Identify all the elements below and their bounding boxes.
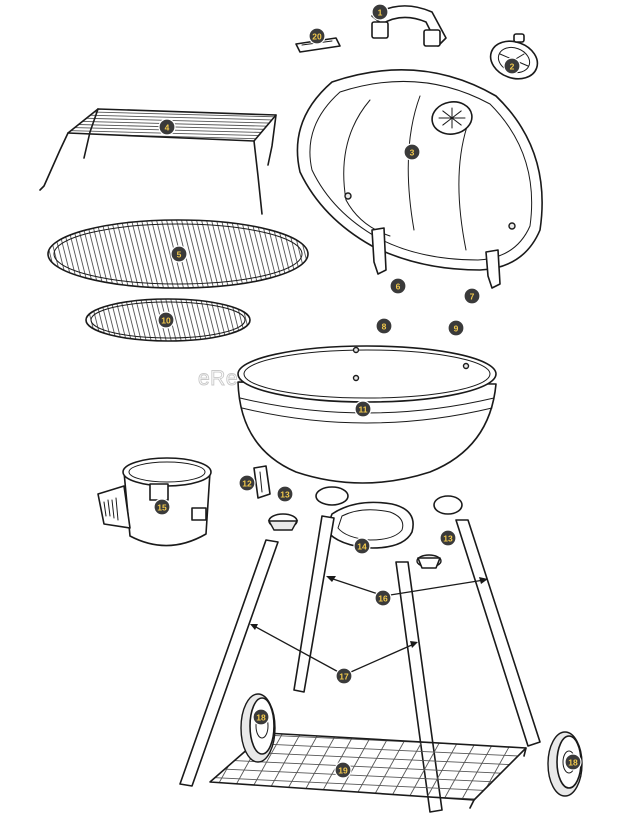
callout-label: 16 <box>378 594 388 604</box>
callout-11: 11 <box>354 400 372 418</box>
callout-5: 5 <box>170 245 188 263</box>
callout-16: 16 <box>374 589 392 607</box>
callout-1: 1 <box>371 3 389 21</box>
front-legs <box>179 539 443 813</box>
wheel-left <box>240 693 276 763</box>
ash-bracket <box>253 465 271 499</box>
leg-socket-left <box>267 513 299 531</box>
callout-18: 18 <box>564 753 582 771</box>
callout-12: 12 <box>238 474 256 492</box>
ash-damper-plate <box>325 501 414 549</box>
callout-label: 18 <box>256 713 266 723</box>
callout-17: 17 <box>335 667 353 685</box>
callout-label: 7 <box>470 292 475 302</box>
callout-label: 1 <box>378 8 383 18</box>
callout-label: 20 <box>312 32 322 42</box>
charcoal-grate <box>85 298 251 342</box>
callout-label: 3 <box>410 148 415 158</box>
callout-4: 4 <box>158 118 176 136</box>
callout-14: 14 <box>353 537 371 555</box>
callout-label: 12 <box>242 479 252 489</box>
ash-bucket <box>97 457 212 547</box>
callout-label: 18 <box>568 758 578 768</box>
callout-2: 2 <box>503 57 521 75</box>
rear-legs <box>293 515 541 747</box>
callout-label: 8 <box>382 322 387 332</box>
lid-handle <box>371 5 447 47</box>
callout-label: 14 <box>357 542 367 552</box>
callout-19: 19 <box>334 761 352 779</box>
callout-label: 10 <box>161 316 171 326</box>
callout-3: 3 <box>403 143 421 161</box>
callout-label: 2 <box>510 62 515 72</box>
grill-lid <box>296 69 543 289</box>
callout-8: 8 <box>375 317 393 335</box>
callout-10: 10 <box>157 311 175 329</box>
warming-rack <box>39 100 290 215</box>
leader-lines <box>250 576 488 676</box>
callout-9: 9 <box>447 319 465 337</box>
callout-18: 18 <box>252 708 270 726</box>
leg-socket-right <box>416 495 463 569</box>
callout-15: 15 <box>153 498 171 516</box>
callout-label: 9 <box>454 324 459 334</box>
callout-label: 5 <box>177 250 182 260</box>
callout-label: 11 <box>359 405 368 415</box>
callout-label: 19 <box>338 766 348 776</box>
callout-20: 20 <box>308 27 326 45</box>
callout-7: 7 <box>463 287 481 305</box>
cooking-grate <box>47 219 309 289</box>
callout-label: 4 <box>165 123 170 133</box>
callout-label: 13 <box>443 534 453 544</box>
callout-label: 6 <box>396 282 401 292</box>
callout-label: 15 <box>157 503 167 513</box>
callout-13: 13 <box>276 485 294 503</box>
callout-label: 17 <box>339 672 349 682</box>
grill-bowl <box>237 345 497 484</box>
bowl-bottom-vent <box>315 486 349 506</box>
callout-13: 13 <box>439 529 457 547</box>
callout-label: 13 <box>280 490 290 500</box>
callout-6: 6 <box>389 277 407 295</box>
